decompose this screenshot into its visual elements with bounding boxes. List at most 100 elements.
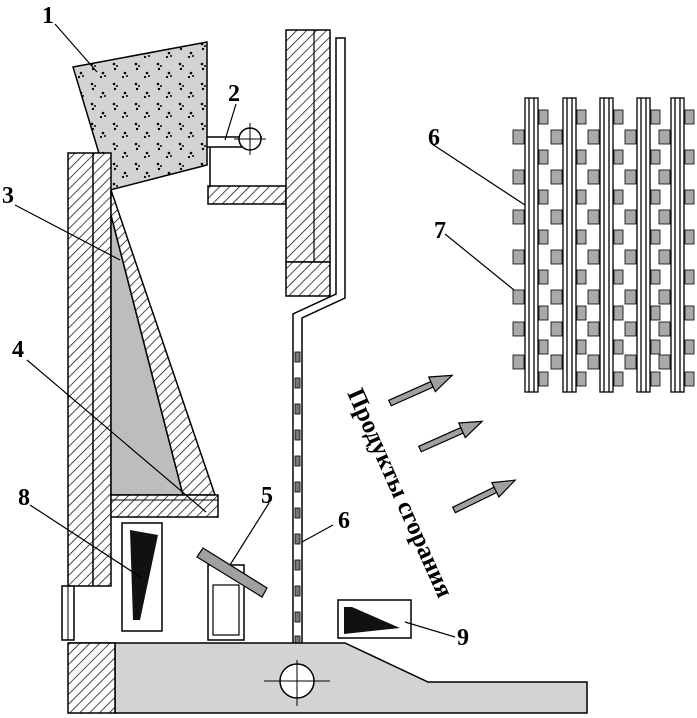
fin [613,109,624,125]
fin [613,189,624,205]
fin [512,209,525,225]
fin [650,109,661,125]
gauge-needle-8 [130,530,158,620]
fin [624,289,637,305]
gauge-needle-9 [344,607,400,634]
fin [624,249,637,265]
fin [684,109,695,125]
fin [613,149,624,165]
fin [576,109,587,125]
label-2: 2 [228,81,240,107]
leader-lines [14,23,526,638]
fin [587,354,600,370]
fin [650,339,661,355]
fin [587,249,600,265]
tube-fins [512,109,695,387]
fin [587,209,600,225]
fin [613,371,624,387]
combustion-arrows [387,374,517,514]
fin [684,371,695,387]
fin [650,305,661,321]
fin [650,269,661,285]
fin [624,129,637,145]
fin [576,149,587,165]
fin [587,289,600,305]
combustion-products-caption: Продукты сгорания [342,384,459,601]
fin [538,339,549,355]
fin [587,169,600,185]
fin [684,229,695,245]
fin [684,189,695,205]
fin [550,209,563,225]
fin [658,129,671,145]
fin [512,249,525,265]
fin [512,169,525,185]
fin [684,149,695,165]
fin [538,371,549,387]
fin [550,169,563,185]
label-6-left: 6 [338,508,350,534]
fin [576,339,587,355]
fin [512,289,525,305]
label-6-right: 6 [428,125,440,151]
tube-column [636,97,651,393]
fin [576,305,587,321]
fin [624,354,637,370]
label-3: 3 [2,183,14,209]
fin [658,289,671,305]
fin [624,169,637,185]
fin [576,371,587,387]
fin [538,109,549,125]
label-8: 8 [18,485,30,511]
fin [512,354,525,370]
tube-dashes [294,351,301,647]
fin [538,149,549,165]
fin [576,189,587,205]
left-furnace-wall [67,152,112,587]
fin [613,229,624,245]
tube-bank [524,97,685,393]
fin [624,321,637,337]
base-trough [114,642,588,714]
fin [658,209,671,225]
fin [587,321,600,337]
tube-column [562,97,577,393]
label-4: 4 [12,337,24,363]
small-hatched-bar [207,185,287,205]
fin [658,249,671,265]
fin [684,339,695,355]
fin [512,129,525,145]
label-5: 5 [261,483,273,509]
label-9: 9 [457,625,469,651]
fin [650,149,661,165]
fin [538,189,549,205]
fin [550,129,563,145]
tube-column [670,97,685,393]
fin [658,321,671,337]
central-wall [285,29,331,263]
fin [613,339,624,355]
fin [613,305,624,321]
damper-plate [196,547,268,598]
fin [650,229,661,245]
fin [550,249,563,265]
fin [613,269,624,285]
fin [684,305,695,321]
fin [550,289,563,305]
label-1: 1 [42,3,54,29]
tube-column [524,97,539,393]
fin [650,371,661,387]
fin [587,129,600,145]
fin [538,269,549,285]
fin [650,189,661,205]
fin [576,229,587,245]
fin [512,321,525,337]
tube-column [599,97,614,393]
fin [624,209,637,225]
fin [550,321,563,337]
fin [576,269,587,285]
fin [658,169,671,185]
fin [538,305,549,321]
